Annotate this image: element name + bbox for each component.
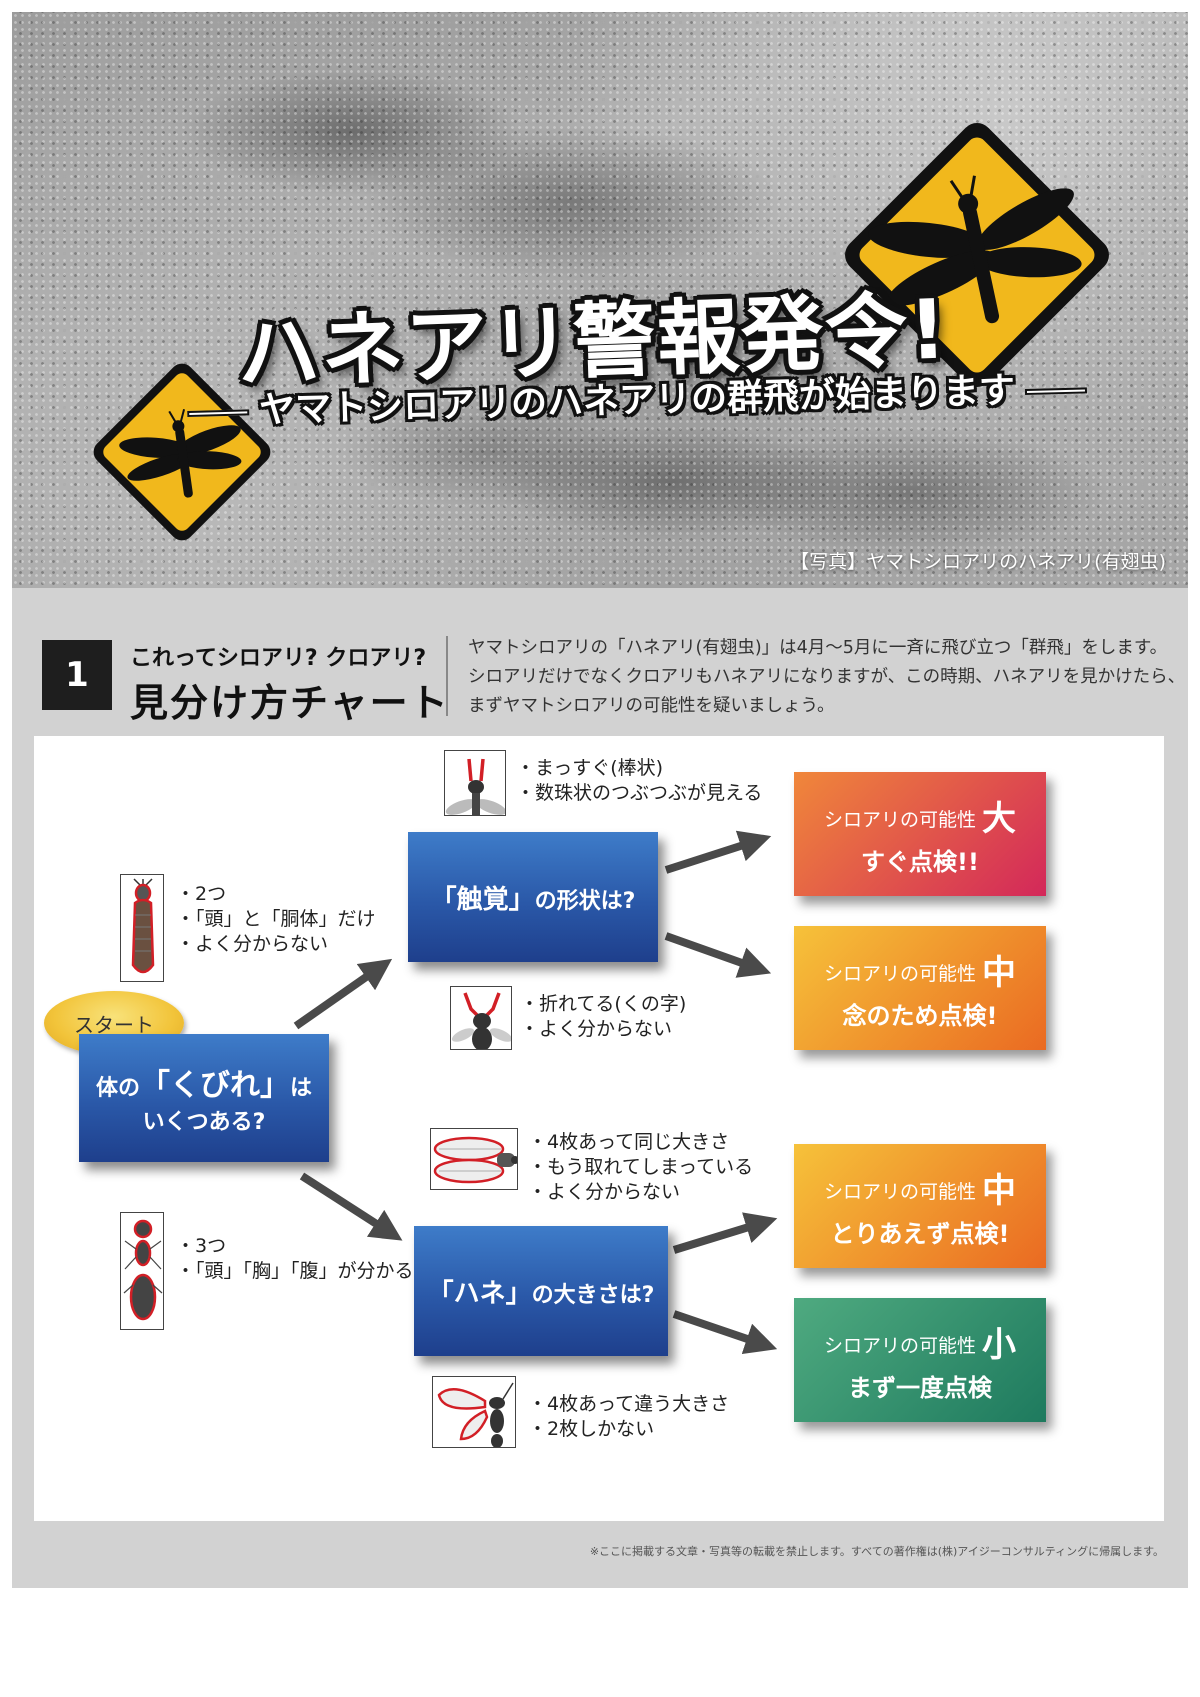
photo-caption: 【写真】ヤマトシロアリのハネアリ(有翅虫) <box>790 551 1166 573</box>
q3-post: の大きさは? <box>531 1282 655 1308</box>
copyright-notice: ※ここに掲載する文章・写真等の転載を禁止します。すべての著作権は(株)アイジーコ… <box>589 1545 1164 1558</box>
clue-wings-same: ・4枚あって同じ大きさ ・もう取れてしまっている ・よく分からない <box>528 1130 753 1205</box>
result-label: シロアリの可能性大 <box>824 791 1016 840</box>
termite-body-icon <box>131 878 155 974</box>
question-antenna-box: 「触覚」の形状は? <box>408 832 658 962</box>
clue-wings-diff: ・4枚あって違う大きさ ・2枚しかない <box>528 1392 729 1442</box>
equal-wings-thumbnail <box>430 1128 518 1190</box>
section-title: 見分け方チャート <box>130 681 450 725</box>
result-action: 念のため点検! <box>842 1002 998 1030</box>
identification-section: 1 これってシロアリ? クロアリ? 見分け方チャート ヤマトシロアリの「ハネアリ… <box>12 588 1188 1588</box>
bent-antenna-icon <box>451 992 511 1049</box>
question-waist-line2: いくつある? <box>142 1110 266 1135</box>
dash-left <box>187 409 250 417</box>
description-line: シロアリだけでなくクロアリもハネアリになりますが、この時期、ハネアリを見かけたら… <box>468 667 1186 687</box>
clue-line: ・よく分からない <box>176 933 329 955</box>
result-level: 小 <box>982 1325 1016 1365</box>
q3-key: 「ハネ」 <box>427 1278 532 1309</box>
clue-waist-two: ・2つ ・「頭」と「胴体」だけ ・よく分からない <box>176 882 376 957</box>
clue-line: ・4枚あって違う大きさ <box>528 1393 730 1415</box>
description-line: まずヤマトシロアリの可能性を疑いましょう。 <box>468 696 835 716</box>
bent-antenna-thumbnail <box>450 986 512 1050</box>
arrow-to-result-medium-1 <box>664 932 772 978</box>
section-description: ヤマトシロアリの「ハネアリ(有翅虫)」は4月〜5月に一斉に飛び立つ「群飛」をしま… <box>468 634 1186 721</box>
ant-body-icon <box>123 1219 163 1321</box>
clue-waist-three: ・3つ ・「頭」「胸」「腹」が分かる <box>176 1234 414 1284</box>
clue-line: ・折れてる(くの字) <box>520 993 687 1015</box>
result-label-text: シロアリの可能性 <box>823 809 976 831</box>
result-level: 中 <box>982 1171 1016 1211</box>
result-likelihood-large: シロアリの可能性大 すぐ点検!! <box>794 772 1046 896</box>
clue-line: ・まっすぐ(棒状) <box>516 757 664 779</box>
q2-post: の形状は? <box>534 888 636 914</box>
clue-line: ・もう取れてしまっている <box>528 1156 754 1178</box>
clue-line: ・「頭」「胸」「腹」が分かる <box>176 1260 414 1282</box>
hero-photo: ハネアリ警報発令! ヤマトシロアリのハネアリの群飛が始まります 【写真】ヤマトシ… <box>12 12 1188 588</box>
question-waist-line1: 体の「くびれ」は <box>96 1060 312 1104</box>
section-kicker: これってシロアリ? クロアリ? <box>130 646 427 671</box>
result-action: すぐ点検!! <box>861 848 979 876</box>
result-level: 大 <box>982 799 1016 839</box>
clue-line: ・よく分からない <box>528 1181 681 1203</box>
question-antenna-text: 「触覚」の形状は? <box>431 879 636 916</box>
q1-pre: 体の <box>95 1076 140 1101</box>
straight-antenna-icon <box>445 758 505 815</box>
result-likelihood-medium-2: シロアリの可能性中 とりあえず点検! <box>794 1144 1046 1268</box>
clue-antenna-bent: ・折れてる(くの字) ・よく分からない <box>520 992 686 1042</box>
result-level: 中 <box>982 953 1016 993</box>
result-label: シロアリの可能性小 <box>824 1317 1016 1366</box>
question-wings-box: 「ハネ」の大きさは? <box>414 1226 668 1356</box>
flow-chart: スタート 体の「くびれ」は いくつある? 「触覚」の形状は? 「ハネ」の大きさは… <box>34 736 1164 1521</box>
unequal-wings-thumbnail <box>432 1376 516 1448</box>
q1-key: 「くびれ」 <box>140 1068 290 1103</box>
clue-line: ・よく分からない <box>520 1018 673 1040</box>
result-likelihood-medium-1: シロアリの可能性中 念のため点検! <box>794 926 1046 1050</box>
result-likelihood-small: シロアリの可能性小 まず一度点検 <box>794 1298 1046 1422</box>
unequal-wings-icon <box>437 1382 514 1447</box>
equal-wings-icon <box>433 1136 517 1184</box>
clue-line: ・「頭」と「胴体」だけ <box>176 908 376 930</box>
result-label-text: シロアリの可能性 <box>823 1181 976 1203</box>
arrow-to-antenna <box>293 958 393 1030</box>
warning-sign-termite-icon <box>845 123 1109 387</box>
result-action: まず一度点検 <box>848 1374 992 1402</box>
clue-line: ・2枚しかない <box>528 1418 655 1440</box>
result-label-text: シロアリの可能性 <box>823 1335 976 1357</box>
arrow-to-result-small <box>672 1310 778 1354</box>
ant-body-thumbnail <box>120 1212 164 1330</box>
clue-line: ・4枚あって同じ大きさ <box>528 1131 730 1153</box>
arrow-to-result-large <box>664 830 772 874</box>
clue-line: ・2つ <box>176 883 227 905</box>
question-wings-text: 「ハネ」の大きさは? <box>428 1273 655 1310</box>
result-label-text: シロアリの可能性 <box>823 963 976 985</box>
section-number: 1 <box>42 640 112 710</box>
question-waist-box: 体の「くびれ」は いくつある? <box>79 1034 329 1162</box>
straight-antenna-thumbnail <box>444 750 506 816</box>
result-action: とりあえず点検! <box>830 1220 1010 1248</box>
q1-post: は <box>290 1076 313 1101</box>
section-divider <box>446 636 448 716</box>
clue-line: ・3つ <box>176 1235 227 1257</box>
result-label: シロアリの可能性中 <box>824 1163 1016 1212</box>
q2-key: 「触覚」 <box>430 884 535 915</box>
arrow-to-result-medium-2 <box>672 1212 778 1254</box>
termite-body-thumbnail <box>120 874 164 982</box>
clue-line: ・数珠状のつぶつぶが見える <box>516 782 763 804</box>
arrow-to-wings <box>299 1172 403 1241</box>
result-label: シロアリの可能性中 <box>824 945 1016 994</box>
description-line: ヤマトシロアリの「ハネアリ(有翅虫)」は4月〜5月に一斉に飛び立つ「群飛」をしま… <box>468 638 1168 658</box>
clue-antenna-straight: ・まっすぐ(棒状) ・数珠状のつぶつぶが見える <box>516 756 762 806</box>
